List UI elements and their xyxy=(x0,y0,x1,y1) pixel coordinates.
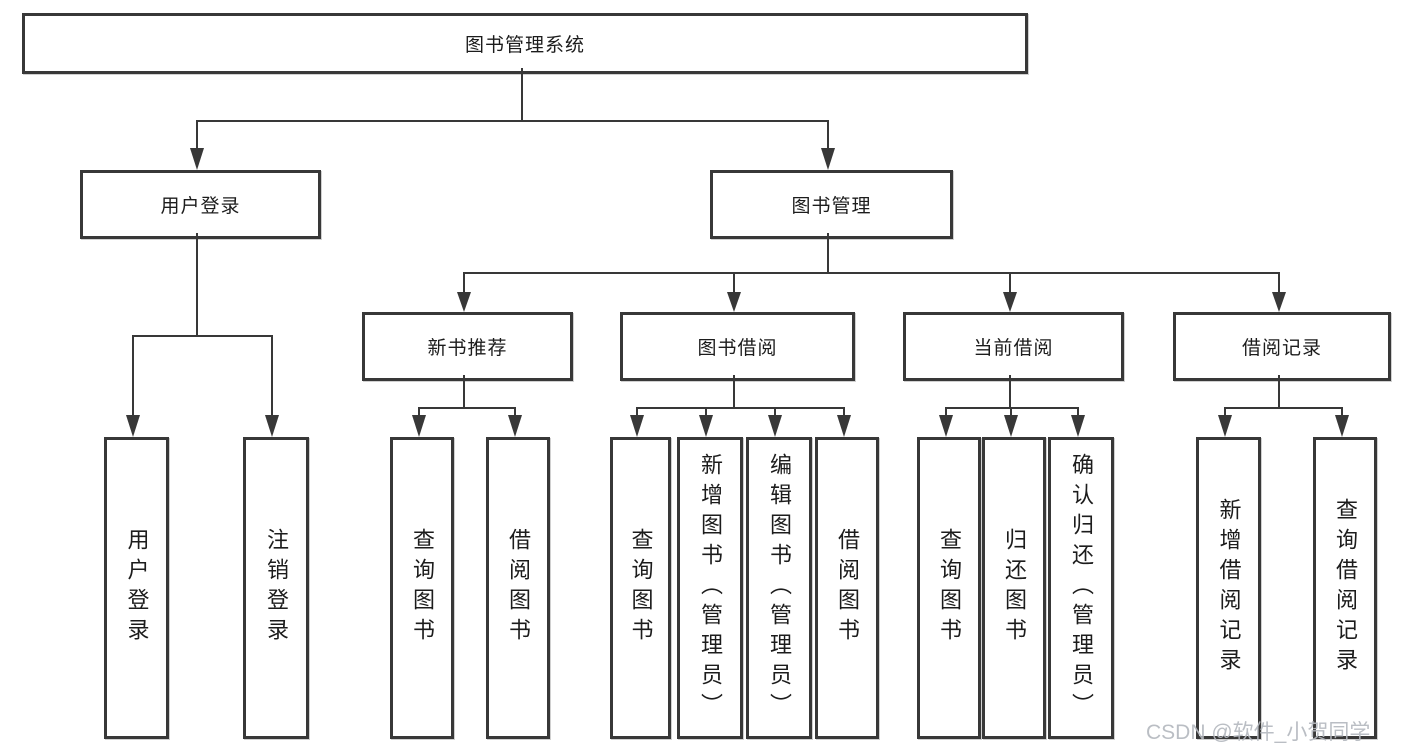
connector-stem xyxy=(1009,375,1011,407)
node-book-management: 图书管理 xyxy=(710,170,953,239)
arrow-down-icon xyxy=(821,148,835,170)
connector-branch xyxy=(636,407,845,409)
connector-user-login-branch xyxy=(132,335,273,337)
connector-stem xyxy=(463,375,465,407)
leaf-query-books: 查询图书 xyxy=(917,437,981,739)
arrow-down-icon xyxy=(508,415,522,437)
arrow-down-icon xyxy=(265,415,279,437)
node-book-borrow: 图书借阅 xyxy=(620,312,855,381)
connector-drop xyxy=(1341,407,1343,419)
leaf-edit-books-admin: 编辑图书（管理员） xyxy=(746,437,812,739)
leaf-logout: 注销登录 xyxy=(243,437,309,739)
connector-stem xyxy=(1278,375,1280,407)
leaf-query-books: 查询图书 xyxy=(610,437,671,739)
leaf-add-borrow-record: 新增借阅记录 xyxy=(1196,437,1261,739)
leaf-query-books: 查询图书 xyxy=(390,437,454,739)
connector-drop xyxy=(1010,407,1012,419)
arrow-down-icon xyxy=(1003,292,1017,312)
leaf-user-login: 用户登录 xyxy=(104,437,169,739)
connector-branch xyxy=(1224,407,1343,409)
arrow-down-icon xyxy=(1272,292,1286,312)
leaf-query-borrow-record: 查询借阅记录 xyxy=(1313,437,1377,739)
node-borrow-records: 借阅记录 xyxy=(1173,312,1391,381)
arrow-down-icon xyxy=(630,415,644,437)
connector-drop xyxy=(271,335,273,417)
connector-branch xyxy=(418,407,516,409)
node-new-book-recommend: 新书推荐 xyxy=(362,312,573,381)
connector-branch xyxy=(945,407,1079,409)
arrow-down-icon xyxy=(837,415,851,437)
connector-drop xyxy=(132,335,134,417)
connector-drop xyxy=(827,120,829,150)
leaf-add-books-admin: 新增图书（管理员） xyxy=(677,437,743,739)
connector-drop xyxy=(705,407,707,419)
leaf-return-books: 归还图书 xyxy=(982,437,1046,739)
connector-drop xyxy=(774,407,776,419)
arrow-down-icon xyxy=(939,415,953,437)
arrow-down-icon xyxy=(126,415,140,437)
arrow-down-icon xyxy=(1071,415,1085,437)
connector-level3-branch xyxy=(463,272,1280,274)
connector-drop xyxy=(1077,407,1079,419)
connector-drop xyxy=(1224,407,1226,419)
arrow-down-icon xyxy=(1335,415,1349,437)
connector-drop xyxy=(843,407,845,419)
node-current-borrow: 当前借阅 xyxy=(903,312,1124,381)
arrow-down-icon xyxy=(1218,415,1232,437)
csdn-watermark: CSDN @软件_小贺同学 xyxy=(1146,721,1371,744)
arrow-down-icon xyxy=(457,292,471,312)
connector-drop xyxy=(418,407,420,419)
leaf-confirm-return-admin: 确认归还（管理员） xyxy=(1048,437,1114,739)
connector-level2-branch xyxy=(196,120,829,122)
connector-book-mgmt-stem xyxy=(827,233,829,272)
connector-stem xyxy=(733,375,735,407)
leaf-borrow-books: 借阅图书 xyxy=(815,437,879,739)
arrow-down-icon xyxy=(768,415,782,437)
connector-user-login-stem xyxy=(196,233,198,335)
arrow-down-icon xyxy=(1004,415,1018,437)
arrow-down-icon xyxy=(699,415,713,437)
arrow-down-icon xyxy=(412,415,426,437)
connector-drop xyxy=(1009,272,1011,292)
arrow-down-icon xyxy=(727,292,741,312)
connector-drop xyxy=(945,407,947,419)
node-user-login: 用户登录 xyxy=(80,170,321,239)
connector-drop xyxy=(196,120,198,150)
connector-root-stem xyxy=(521,68,523,120)
leaf-borrow-books: 借阅图书 xyxy=(486,437,550,739)
node-library-management-system: 图书管理系统 xyxy=(22,13,1028,74)
connector-drop xyxy=(514,407,516,419)
arrow-down-icon xyxy=(190,148,204,170)
connector-drop xyxy=(463,272,465,292)
connector-drop xyxy=(733,272,735,292)
connector-drop xyxy=(636,407,638,419)
connector-drop xyxy=(1278,272,1280,292)
